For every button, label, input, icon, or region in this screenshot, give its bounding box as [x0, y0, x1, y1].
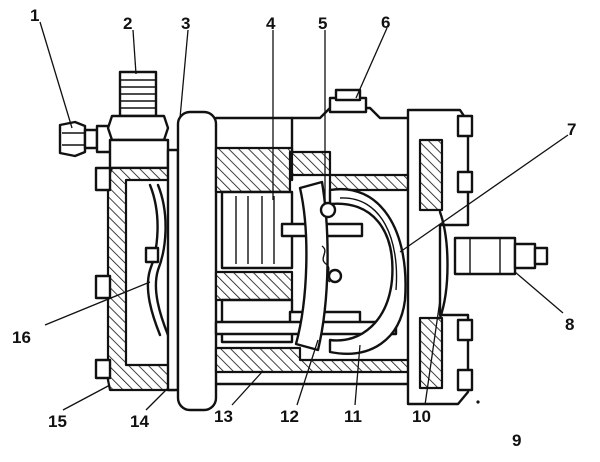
callout-3: 3 [181, 14, 190, 33]
callout-11: 11 [344, 407, 362, 426]
callout-13: 13 [214, 407, 233, 426]
piston-bore-upper [220, 190, 294, 270]
callout-6: 6 [381, 13, 390, 32]
callout-7: 7 [567, 120, 576, 139]
callout-12: 12 [280, 407, 299, 426]
discharge-fitting [106, 70, 170, 170]
callout-15: 15 [48, 412, 67, 431]
callout-16: 16 [12, 328, 31, 347]
top-bolt [328, 88, 368, 114]
reed-valve [144, 183, 170, 337]
swash-plate [294, 180, 343, 352]
callout-labels: 1 2 3 4 5 6 7 8 9 10 11 12 13 14 15 16 [12, 6, 576, 450]
callout-14: 14 [130, 412, 149, 431]
callout-5: 5 [318, 14, 327, 33]
wobble-plate [328, 187, 407, 355]
valve-plate [166, 148, 180, 392]
callout-10: 10 [412, 407, 431, 426]
front-head [406, 108, 474, 406]
callout-9: 9 [512, 431, 521, 450]
service-port-fitting [58, 120, 115, 158]
cylinder-block-flange [176, 110, 218, 412]
callout-4: 4 [266, 14, 276, 33]
reference-dot [476, 400, 480, 404]
callout-2: 2 [123, 14, 132, 33]
callout-1: 1 [30, 6, 39, 25]
leader-lines [39, 21, 569, 411]
callout-8: 8 [565, 315, 574, 334]
drive-shaft [453, 236, 549, 276]
